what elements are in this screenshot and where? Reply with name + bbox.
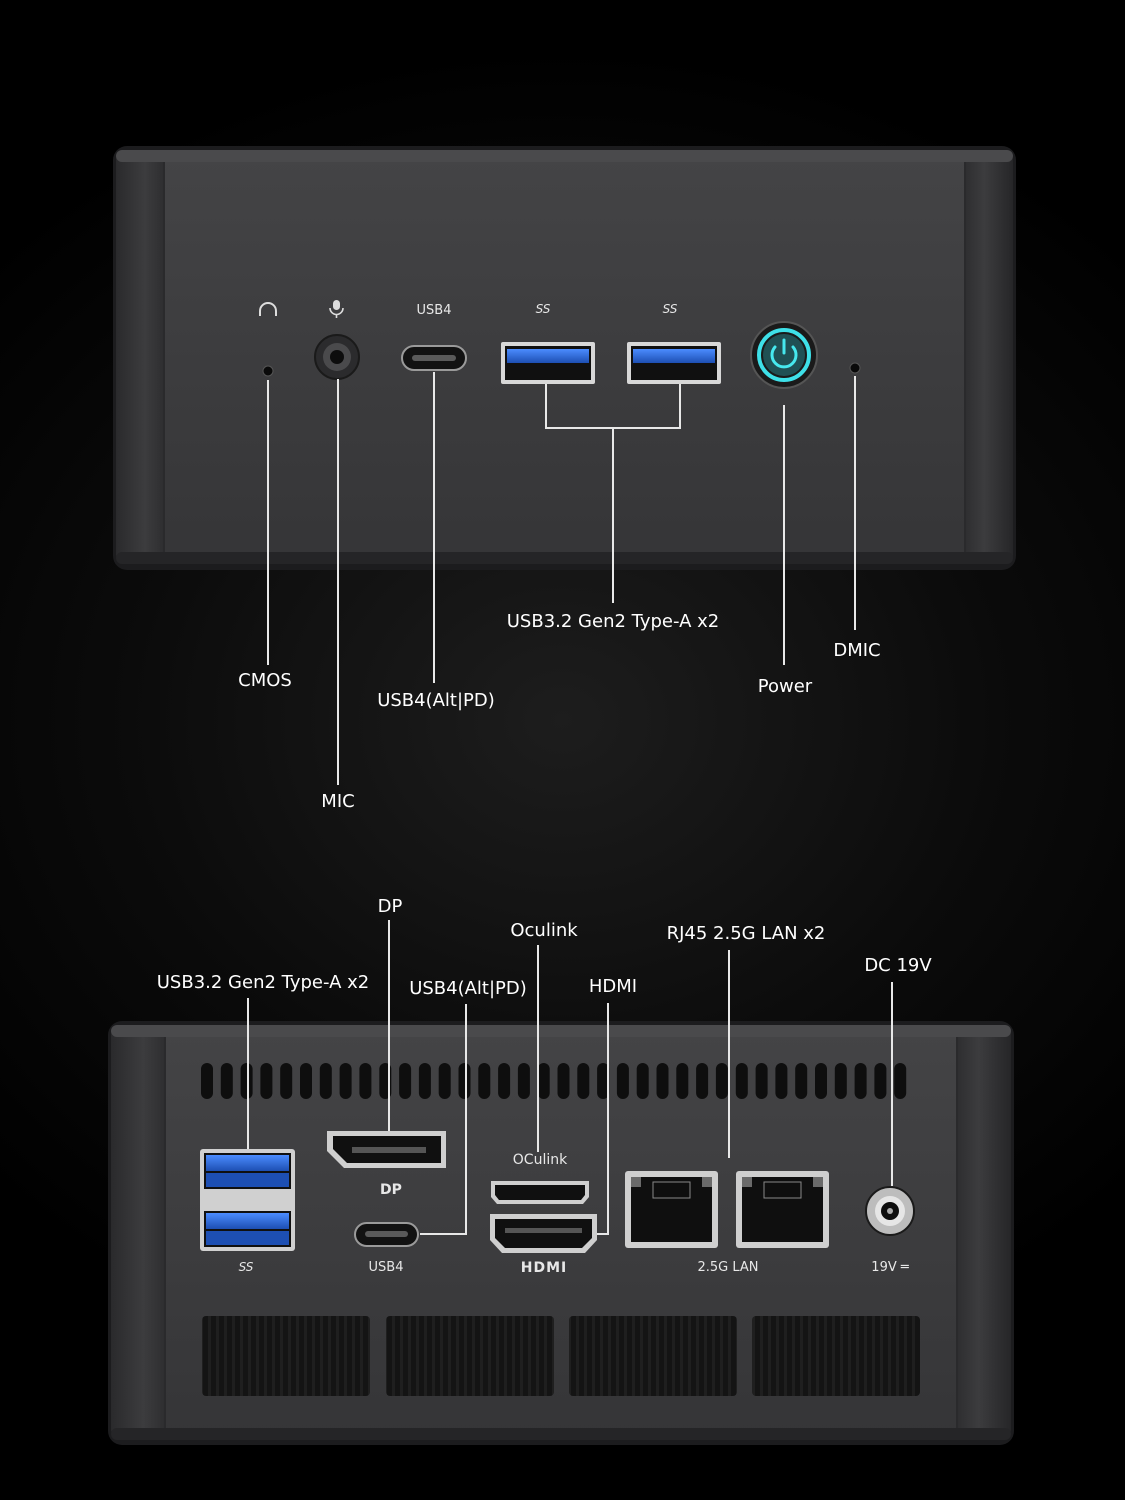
- superspeed-usb-icon: SS: [238, 1260, 254, 1274]
- vent-slot: [478, 1063, 491, 1099]
- vent-slot: [359, 1063, 372, 1099]
- superspeed-usb-icon: SS: [535, 302, 551, 316]
- vent-slot: [696, 1063, 709, 1099]
- vent-slot: [676, 1063, 689, 1099]
- vent-slot: [616, 1063, 629, 1099]
- callout-power: Power: [757, 676, 813, 697]
- dc-power-jack[interactable]: [865, 1186, 915, 1236]
- vent-slot: [775, 1063, 788, 1099]
- vent-slot: [874, 1063, 887, 1099]
- vent-slot: [715, 1063, 728, 1099]
- callout-dc: DC 19V: [864, 955, 932, 976]
- vent-slot: [319, 1063, 332, 1099]
- vent-slot: [220, 1063, 233, 1099]
- bottom-grilles: [202, 1316, 920, 1396]
- callout-usb4-front: USB4(Alt|PD): [377, 690, 495, 711]
- audio-jack[interactable]: [314, 334, 360, 380]
- vent-slot: [458, 1063, 471, 1099]
- callout-dp: DP: [377, 896, 403, 917]
- vent-slot: [834, 1063, 847, 1099]
- usb4-port-front[interactable]: [401, 345, 467, 371]
- vent-slot: [240, 1063, 253, 1099]
- vent-slot: [438, 1063, 451, 1099]
- usb4-front-label: USB4: [416, 303, 452, 318]
- vent-slot: [894, 1063, 907, 1099]
- lan-port-1[interactable]: [625, 1171, 718, 1248]
- vent-slot: [636, 1063, 649, 1099]
- usb4-port-rear[interactable]: [354, 1222, 419, 1247]
- callout-rj45: RJ45 2.5G LAN x2: [666, 923, 826, 944]
- callout-cmos: CMOS: [238, 670, 292, 691]
- dmic-hole: [849, 362, 861, 374]
- lan-label: 2.5G LAN: [697, 1260, 759, 1275]
- dp-label: DP: [380, 1182, 402, 1198]
- vent-slot: [557, 1063, 570, 1099]
- dc-voltage-label: 19V ═: [871, 1260, 909, 1275]
- vent-slot: [735, 1063, 748, 1099]
- callout-usb32-front: USB3.2 Gen2 Type-A x2: [506, 611, 720, 632]
- power-button[interactable]: [750, 321, 818, 389]
- microphone-icon: [329, 300, 344, 318]
- vent-slot: [577, 1063, 590, 1099]
- vent-slot: [815, 1063, 827, 1099]
- vent-slot: [854, 1063, 867, 1099]
- rear-leader-lines: [247, 920, 893, 1235]
- top-vent-slots: [201, 1063, 907, 1099]
- hdmi-logo: HDMI: [520, 1260, 568, 1276]
- power-icon: [770, 338, 798, 369]
- front-leader-lines: [267, 372, 856, 785]
- callout-usb4-rear: USB4(Alt|PD): [409, 978, 527, 999]
- oculink-port[interactable]: [491, 1181, 589, 1204]
- callout-usb32-rear: USB3.2 Gen2 Type-A x2: [156, 972, 370, 993]
- vent-slot: [418, 1063, 431, 1099]
- vent-slot: [280, 1063, 293, 1099]
- vent-slot: [399, 1063, 412, 1099]
- vent-slot: [498, 1063, 511, 1099]
- callout-oculink: Oculink: [510, 920, 578, 941]
- usb-a-port-front-1[interactable]: [501, 342, 595, 384]
- headphone-icon: [259, 302, 277, 316]
- usb4-rear-label: USB4: [368, 1260, 404, 1275]
- vent-slot: [339, 1063, 352, 1099]
- vent-slot: [656, 1063, 669, 1099]
- oculink-label: OCulink: [512, 1152, 568, 1168]
- hdmi-port[interactable]: [490, 1214, 597, 1253]
- vent-slot: [260, 1063, 273, 1099]
- vent-slot: [597, 1063, 610, 1099]
- vent-slot: [517, 1063, 530, 1099]
- vent-slot: [755, 1063, 768, 1099]
- superspeed-usb-icon: SS: [662, 302, 678, 316]
- vent-slot: [300, 1063, 312, 1099]
- vent-slot: [537, 1063, 550, 1099]
- cmos-reset-hole[interactable]: [262, 365, 274, 377]
- vent-slot: [201, 1063, 213, 1099]
- callout-mic: MIC: [321, 791, 355, 812]
- callout-dmic: DMIC: [833, 640, 881, 661]
- usb-a-ports-rear[interactable]: [200, 1149, 295, 1251]
- usb-a-port-front-2[interactable]: [627, 342, 721, 384]
- displayport-port[interactable]: [327, 1131, 446, 1168]
- vent-slot: [795, 1063, 808, 1099]
- lan-port-2[interactable]: [736, 1171, 829, 1248]
- callout-hdmi: HDMI: [588, 976, 638, 997]
